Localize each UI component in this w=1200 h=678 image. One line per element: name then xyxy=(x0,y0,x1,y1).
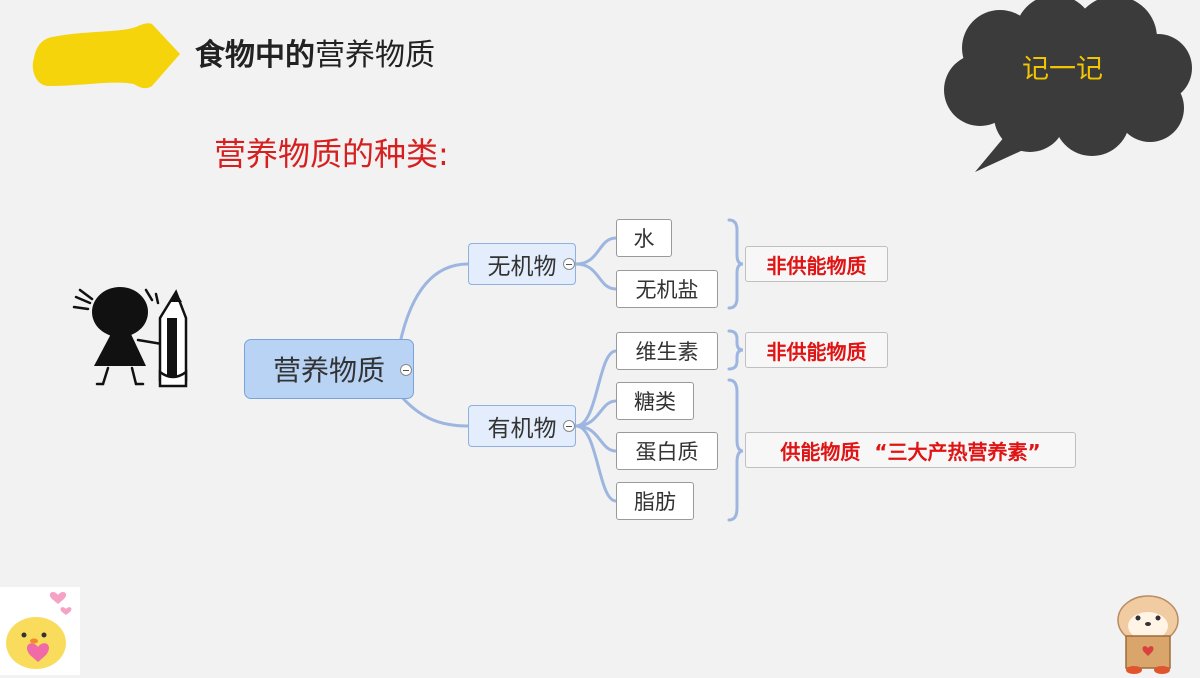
inorganic-collapse-button[interactable] xyxy=(563,258,575,270)
leaf-carbohydrate: 糖类 xyxy=(616,382,694,420)
organic-collapse-button[interactable] xyxy=(563,420,575,432)
speech-bubble-icon xyxy=(944,0,1192,172)
leaf-protein: 蛋白质 xyxy=(616,432,718,470)
page-title: 食物中的营养物质 xyxy=(195,36,435,76)
bubble-text: 记一记 xyxy=(1022,54,1103,85)
leaf-fat: 脂肪 xyxy=(616,482,694,520)
root-node: 营养物质 xyxy=(244,339,414,399)
root-collapse-button[interactable] xyxy=(400,364,412,376)
leaf-water: 水 xyxy=(616,219,672,257)
label-energy-nutrients: 供能物质 “三大产热营养素” xyxy=(745,432,1076,468)
organic-node: 有机物 xyxy=(468,405,576,447)
hamster-box-icon xyxy=(1117,595,1179,674)
girl-with-pencil-icon xyxy=(72,287,188,388)
page-title-normal: 营养物质 xyxy=(315,38,435,73)
leaf-inorganic-salt: 无机盐 xyxy=(616,270,718,308)
label-non-energy-inorganic: 非供能物质 xyxy=(745,246,888,282)
inorganic-node: 无机物 xyxy=(468,243,576,285)
yellow-arrow-icon xyxy=(32,23,180,89)
label-non-energy-vitamin: 非供能物质 xyxy=(745,332,888,368)
chick-sticker-icon xyxy=(0,587,80,675)
leaf-vitamin: 维生素 xyxy=(616,332,718,370)
page-title-bold: 食物中的 xyxy=(195,38,315,73)
subtitle: 营养物质的种类: xyxy=(214,135,449,173)
